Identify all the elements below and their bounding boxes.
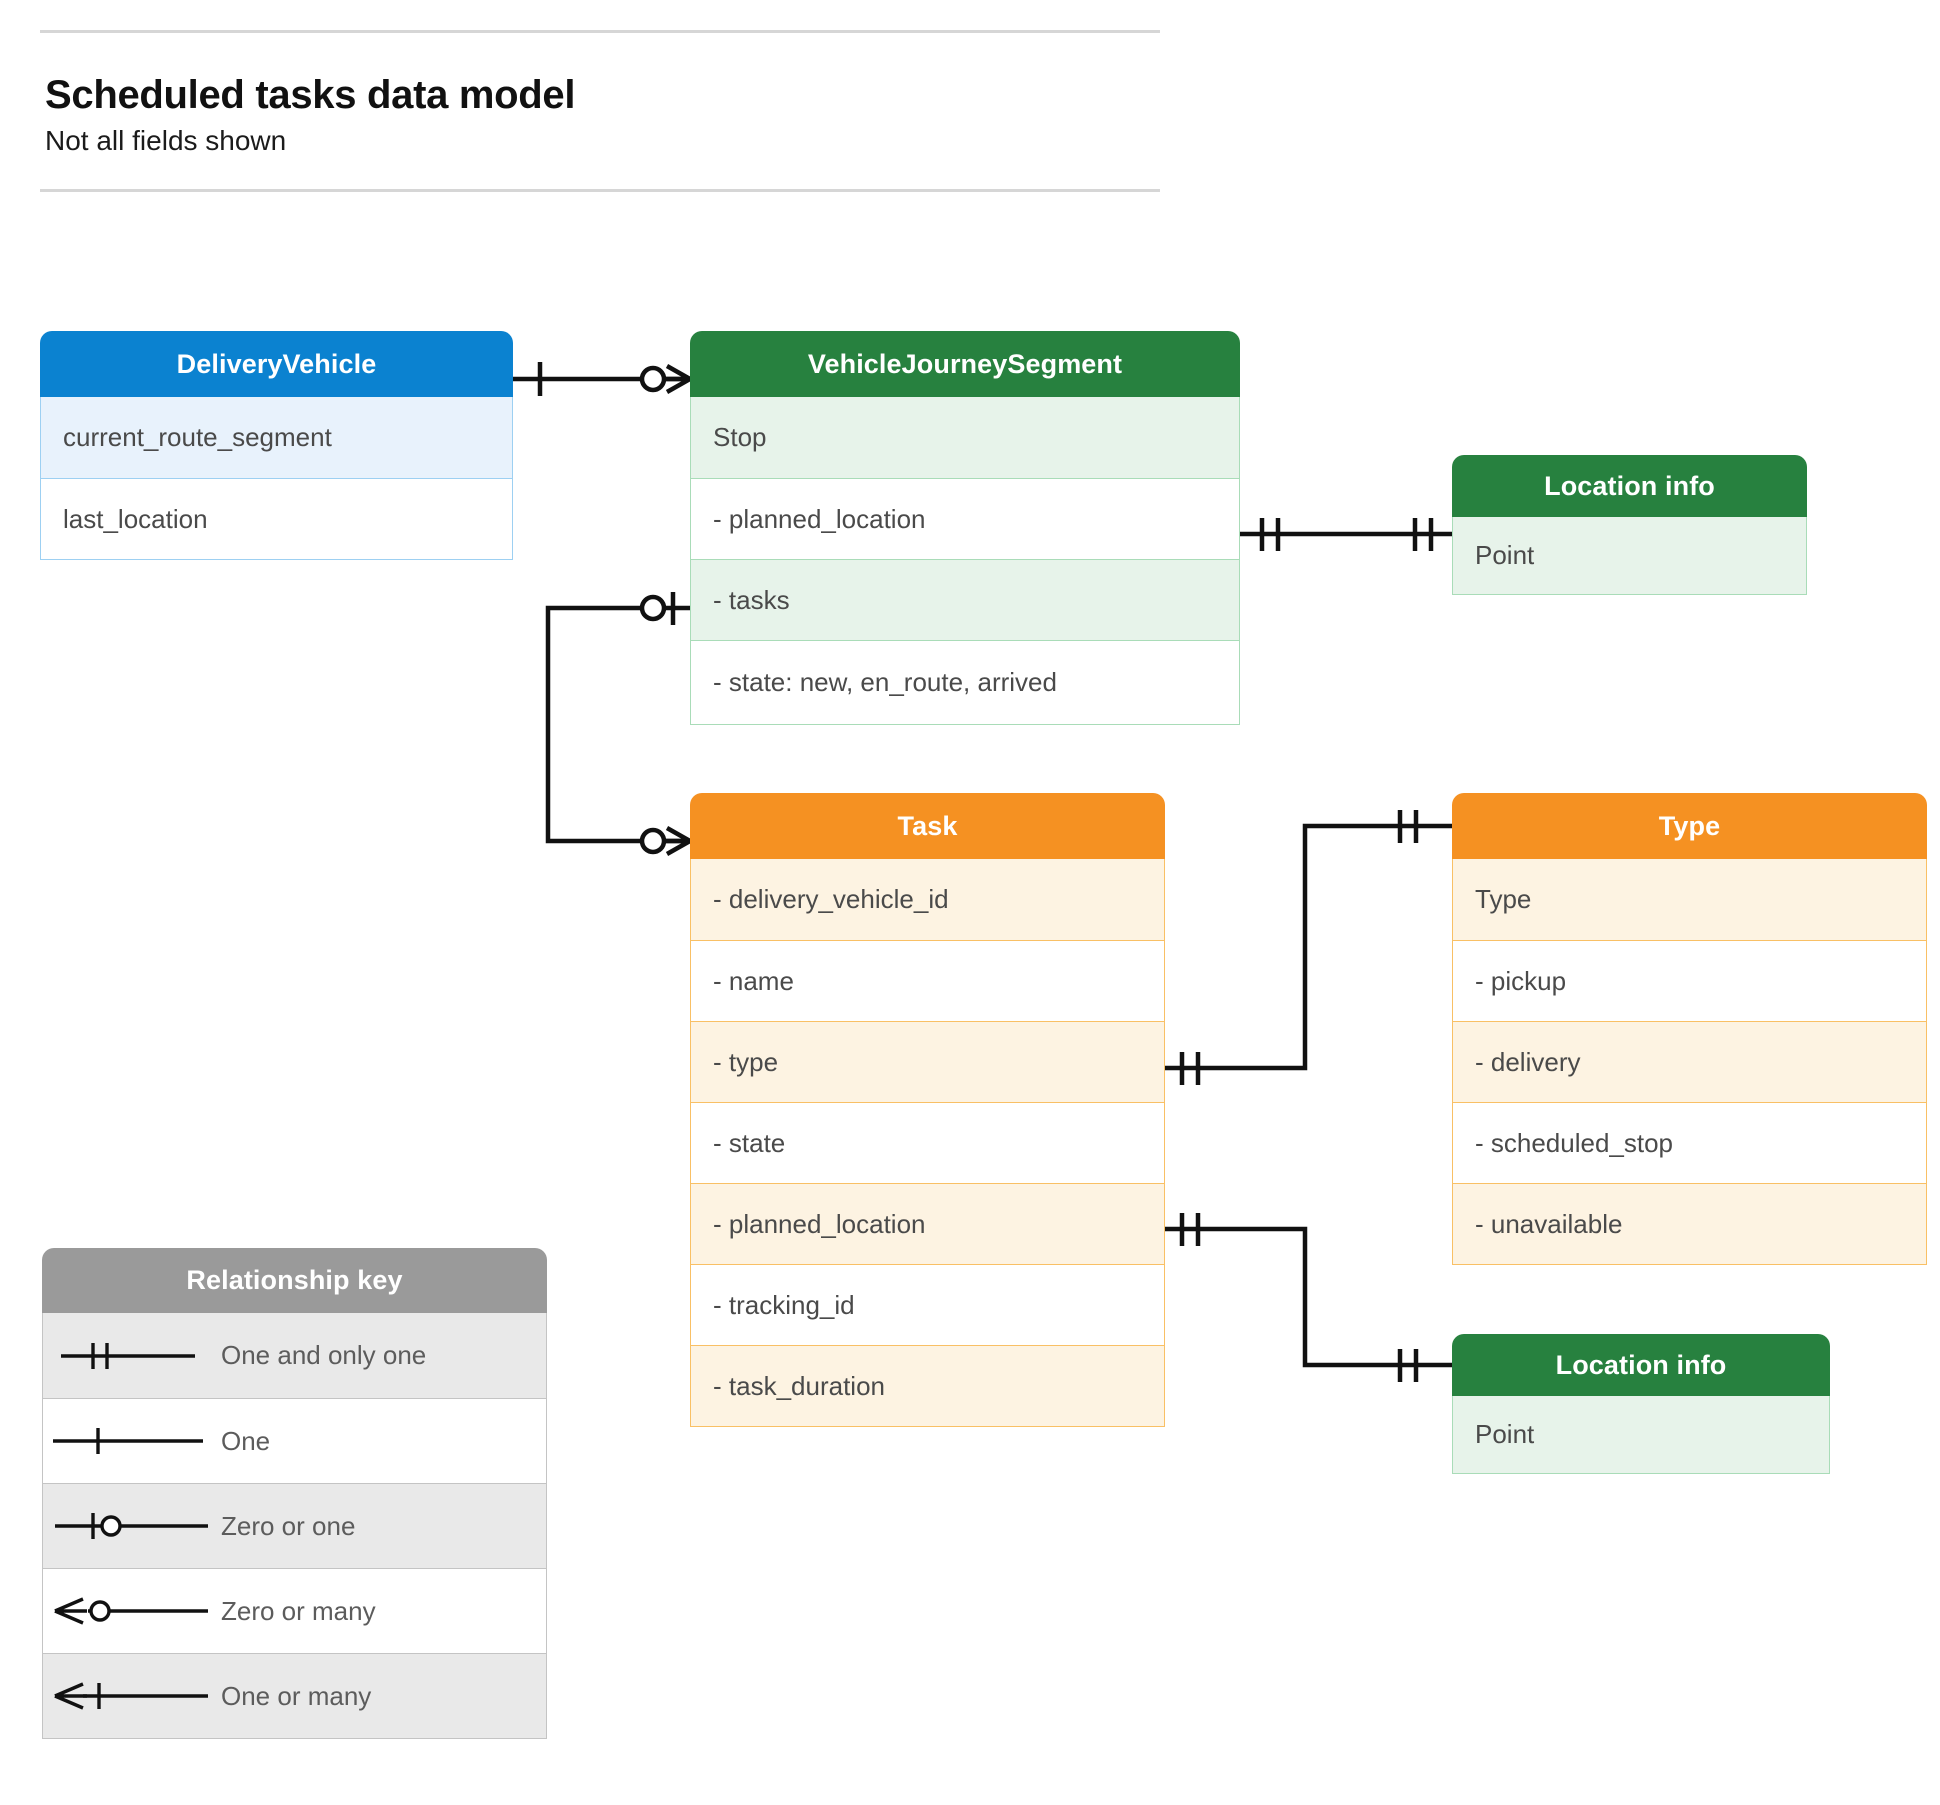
entity-rows-type: Type - pickup - delivery - scheduled_sto… [1452,859,1927,1265]
field-stop[interactable]: Stop [691,397,1239,478]
legend-label-one-or-many: One or many [221,1680,372,1711]
entity-title-location-info-top: Location info [1452,455,1807,517]
legend-label-one: One [221,1425,271,1456]
entity-location-info-bottom[interactable]: Location info Point [1452,1334,1830,1474]
entity-title-delivery-vehicle: DeliveryVehicle [40,331,513,397]
one-and-only-one-icon [61,1342,195,1369]
field-planned-location[interactable]: - planned_location [691,478,1239,559]
notation-zero-circle [639,365,667,393]
legend-label-one-and-only-one: One and only one [221,1340,427,1370]
header-rule-bottom [40,189,1160,193]
entity-task[interactable]: Task - delivery_vehicle_id - name - type… [690,793,1165,1427]
legend-rows: One and only one One Zero or one [42,1313,547,1739]
field-planned-location[interactable]: - planned_location [691,1183,1164,1264]
one-or-many-icon [54,1682,208,1710]
legend-item-zero-or-many: Zero or many [43,1568,546,1653]
entity-rows-location-info-bottom: Point [1452,1396,1830,1474]
connector-vjs-tasks-task [545,605,690,844]
field-type-delivery[interactable]: - delivery [1453,1021,1926,1102]
entity-rows-location-info-top: Point [1452,517,1807,595]
field-last-location[interactable]: last_location [41,478,512,559]
entity-rows-task: - delivery_vehicle_id - name - type - st… [690,859,1165,1427]
entity-rows-vehicle-journey-segment: Stop - planned_location - tasks - state:… [690,397,1240,725]
page-subtitle: Not all fields shown [45,124,287,156]
notation-crows-foot [664,826,692,856]
legend-item-zero-or-one: Zero or one [43,1483,546,1568]
field-point-top[interactable]: Point [1453,517,1806,594]
field-type-scheduled-stop[interactable]: - scheduled_stop [1453,1102,1926,1183]
entity-title-task: Task [690,793,1165,859]
connector-task-locationinfo-bottom [1165,1226,1452,1368]
field-name[interactable]: - name [691,940,1164,1021]
zero-or-one-icon [55,1513,208,1539]
field-current-route-segment[interactable]: current_route_segment [41,397,512,478]
relationship-key-legend: Relationship key One and only one One [42,1248,547,1739]
legend-item-one-and-only-one: One and only one [43,1313,546,1398]
entity-title-type: Type [1452,793,1927,859]
entity-vehicle-journey-segment[interactable]: VehicleJourneySegment Stop - planned_loc… [690,331,1240,725]
entity-delivery-vehicle[interactable]: DeliveryVehicle current_route_segment la… [40,331,513,560]
entity-title-location-info-bottom: Location info [1452,1334,1830,1396]
field-state[interactable]: - state [691,1102,1164,1183]
legend-item-one: One [43,1398,546,1483]
legend-item-one-or-many: One or many [43,1653,546,1738]
legend-title: Relationship key [42,1248,547,1313]
entity-rows-delivery-vehicle: current_route_segment last_location [40,397,513,560]
field-point-bottom[interactable]: Point [1453,1396,1829,1473]
field-type-label[interactable]: Type [1453,859,1926,940]
entity-title-vehicle-journey-segment: VehicleJourneySegment [690,331,1240,397]
zero-or-many-icon [54,1597,208,1625]
field-state[interactable]: - state: new, en_route, arrived [691,640,1239,724]
header-rule-top [40,30,1160,33]
field-type[interactable]: - type [691,1021,1164,1102]
notation-zero-circle [639,594,667,622]
entity-type[interactable]: Type Type - pickup - delivery - schedule… [1452,793,1927,1265]
notation-crows-foot [664,364,692,394]
field-task-duration[interactable]: - task_duration [691,1345,1164,1426]
document-header: Scheduled tasks data model Not all field… [40,30,1160,193]
connector-task-type [1165,823,1452,1071]
legend-label-zero-or-one: Zero or one [221,1510,356,1541]
entity-location-info-top[interactable]: Location info Point [1452,455,1807,595]
field-tasks[interactable]: - tasks [691,559,1239,640]
field-type-pickup[interactable]: - pickup [1453,940,1926,1021]
one-icon [53,1428,203,1454]
notation-zero-circle [639,827,667,855]
field-tracking-id[interactable]: - tracking_id [691,1264,1164,1345]
legend-label-zero-or-many: Zero or many [221,1595,376,1626]
page-title: Scheduled tasks data model [45,73,576,117]
field-type-unavailable[interactable]: - unavailable [1453,1183,1926,1264]
field-delivery-vehicle-id[interactable]: - delivery_vehicle_id [691,859,1164,940]
